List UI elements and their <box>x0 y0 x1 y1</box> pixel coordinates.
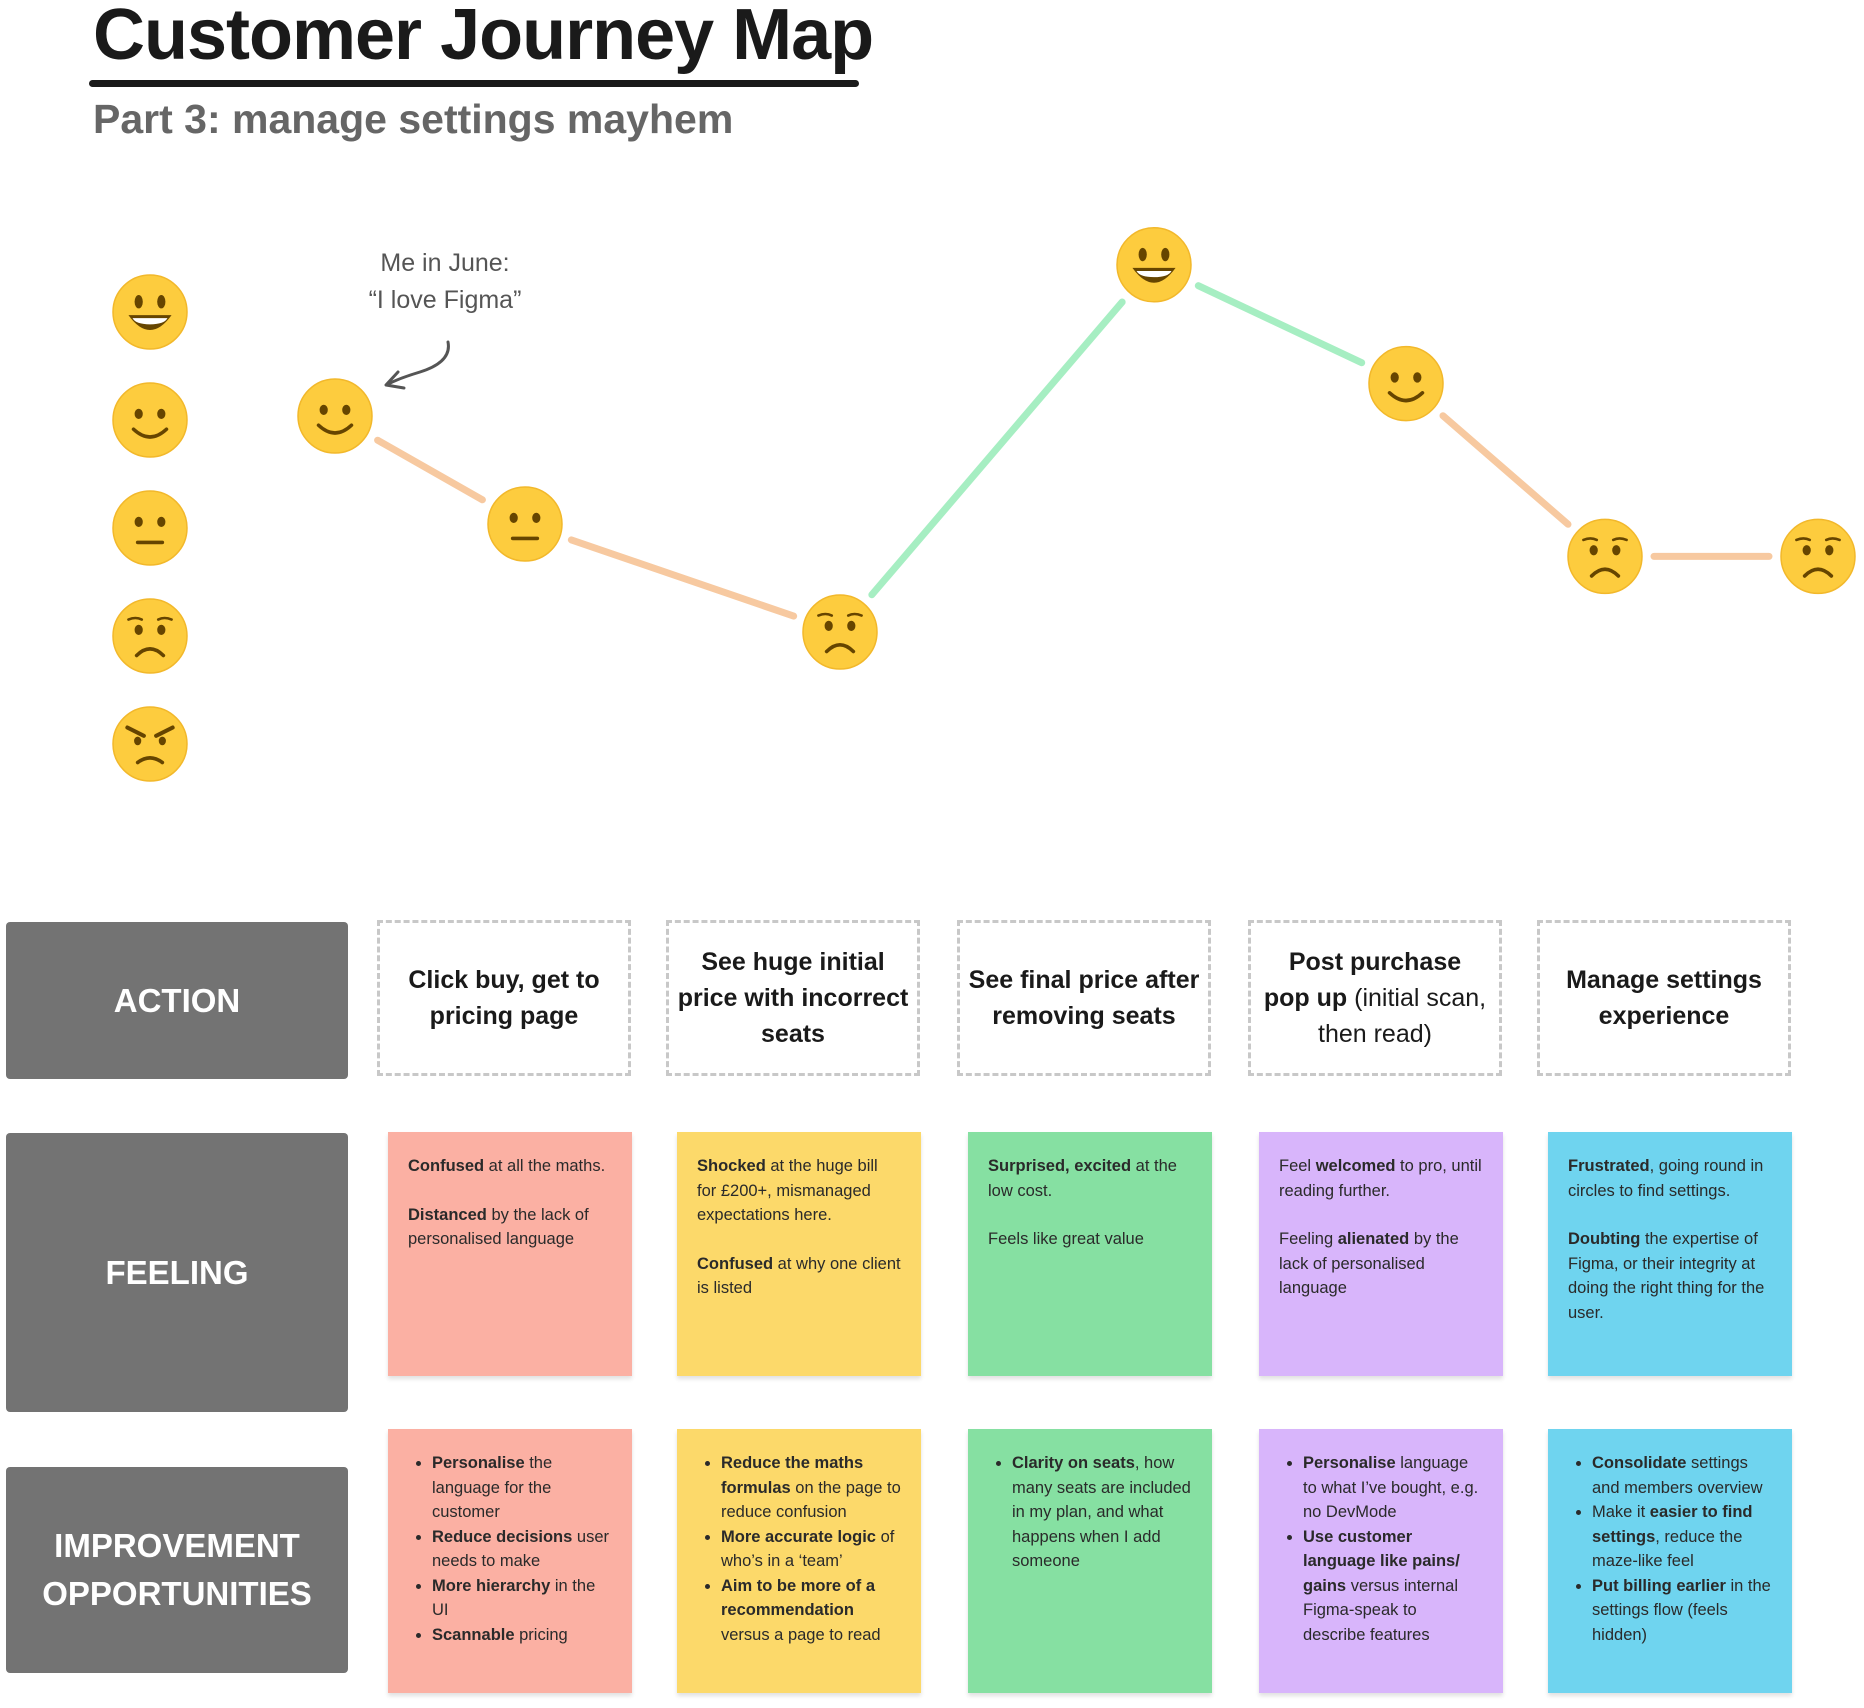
emotion-scale <box>112 274 188 782</box>
title-underline <box>89 80 859 87</box>
row-label-action: ACTION <box>6 922 348 1079</box>
sad-face-icon <box>802 594 878 670</box>
opportunity-item: Scannable pricing <box>432 1623 612 1648</box>
very-happy-face-icon <box>112 274 188 350</box>
neutral-face-icon <box>112 490 188 566</box>
page-title: Customer Journey Map <box>93 0 874 75</box>
row-label-opportunities: IMPROVEMENT OPPORTUNITIES <box>6 1467 348 1673</box>
feeling-sticky-note: Frustrated, going round in circles to fi… <box>1548 1132 1792 1376</box>
row-label-feeling-text: FEELING <box>105 1253 249 1291</box>
annotation-line-2: “I love Figma” <box>368 286 522 314</box>
annotation-arrow-icon <box>384 340 450 390</box>
journey-segment <box>1439 412 1572 528</box>
opportunity-item: More accurate logic of who’s in a ‘team’ <box>721 1525 901 1574</box>
sad-face-icon <box>1780 518 1856 595</box>
opportunity-item: Reduce decisions user needs to make <box>432 1525 612 1574</box>
feeling-sticky-note: Shocked at the huge bill for £200+, mism… <box>677 1132 921 1376</box>
sad-face-icon <box>112 598 188 674</box>
journey-segment <box>1194 282 1366 367</box>
happy-face-icon <box>297 378 373 454</box>
opportunity-item: Personalise language to what I’ve bought… <box>1303 1451 1483 1525</box>
annotation: Me in June: “I love Figma” <box>330 245 560 319</box>
feeling-sticky-note: Confused at all the maths.Distanced by t… <box>388 1132 632 1376</box>
opportunity-sticky-note: Personalise the language for the custome… <box>388 1429 632 1693</box>
journey-segment <box>374 436 486 504</box>
sad-face-icon <box>1567 518 1643 595</box>
row-label-opportunities-line-2: OPPORTUNITIES <box>42 1575 312 1612</box>
opportunity-item: Consolidate settings and members overvie… <box>1592 1451 1772 1500</box>
happy-face-icon <box>112 382 188 458</box>
opportunity-item: Use customer language like pains/ gains … <box>1303 1525 1483 1648</box>
opportunity-sticky-note: Consolidate settings and members overvie… <box>1548 1429 1792 1693</box>
opportunity-item: Personalise the language for the custome… <box>432 1451 612 1525</box>
feeling-sticky-note: Surprised, excited at the low cost.Feels… <box>968 1132 1212 1376</box>
feeling-sticky-note: Feel welcomed to pro, until reading furt… <box>1259 1132 1503 1376</box>
row-label-opportunities-line-1: IMPROVEMENT <box>54 1527 300 1564</box>
opportunity-item: Clarity on seats, how many seats are inc… <box>1012 1451 1192 1574</box>
annotation-line-1: Me in June: <box>380 249 510 277</box>
opportunity-item: Put billing earlier in the settings flow… <box>1592 1574 1772 1648</box>
happy-face-icon <box>1368 345 1444 422</box>
page-subtitle: Part 3: manage settings mayhem <box>93 96 734 142</box>
journey-segment <box>868 298 1126 599</box>
journey-line-chart <box>297 227 1856 670</box>
opportunity-item: Reduce the maths formulas on the page to… <box>721 1451 901 1525</box>
neutral-face-icon <box>487 486 563 562</box>
opportunity-sticky-note: Personalise language to what I’ve bought… <box>1259 1429 1503 1693</box>
journey-segment <box>567 536 798 620</box>
opportunity-item: Make it easier to find settings, reduce … <box>1592 1500 1772 1574</box>
row-label-feeling: FEELING <box>6 1133 348 1412</box>
opportunity-sticky-note: Clarity on seats, how many seats are inc… <box>968 1429 1212 1693</box>
opportunity-item: Aim to be more of a recommendation versu… <box>721 1574 901 1648</box>
opportunity-item: More hierarchy in the UI <box>432 1574 612 1623</box>
opportunity-sticky-note: Reduce the maths formulas on the page to… <box>677 1429 921 1693</box>
row-label-action-text: ACTION <box>113 981 241 1019</box>
very-happy-face-icon <box>1116 227 1192 303</box>
angry-face-icon <box>112 706 188 782</box>
